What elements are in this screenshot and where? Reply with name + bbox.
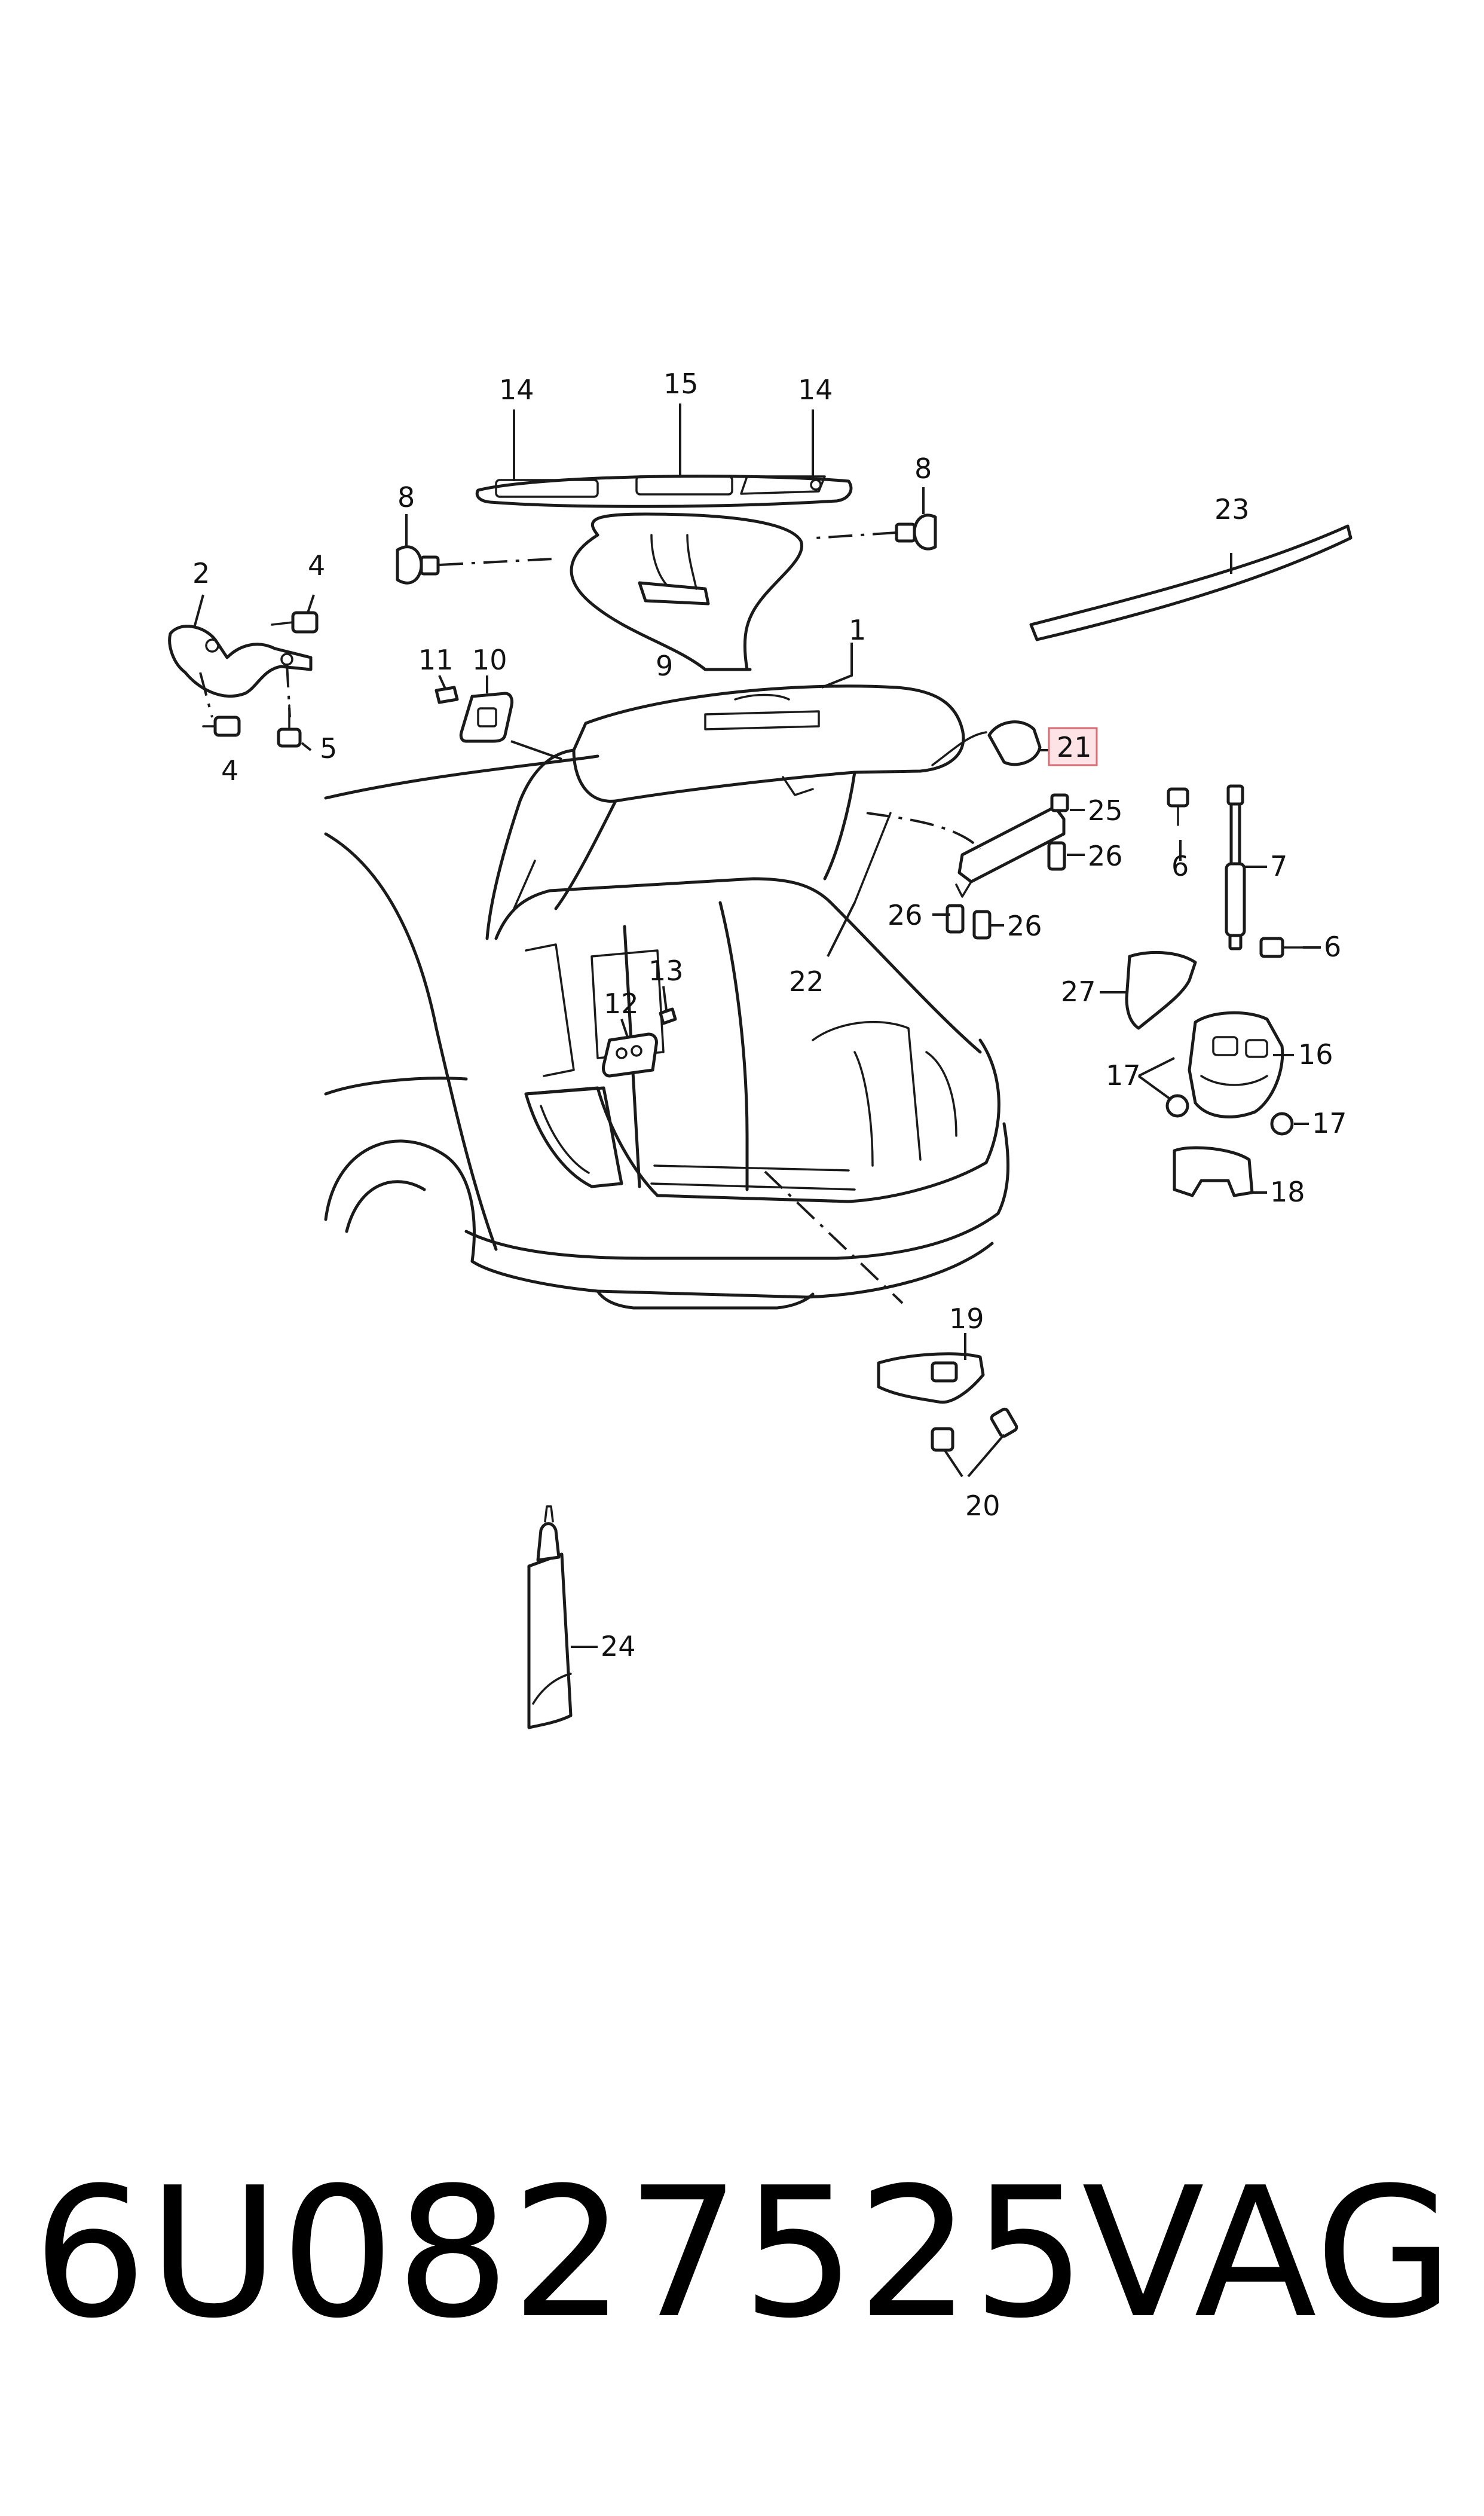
callout-label: 11 bbox=[418, 644, 454, 676]
clip-parts-8 bbox=[396, 513, 937, 585]
callout-label: 22 bbox=[789, 965, 824, 998]
callout-labels: 1 2 4 4 5 6 6 7 8 8 9 10 11 12 13 14 14 … bbox=[192, 368, 1347, 1662]
car-body-drawing bbox=[324, 754, 1010, 1310]
callout-label: 19 bbox=[949, 1303, 984, 1335]
callout-label: 21 bbox=[1057, 731, 1092, 763]
callout-label: 20 bbox=[965, 1490, 1000, 1522]
callout-label: 23 bbox=[1214, 493, 1250, 525]
control-unit-part-25 bbox=[866, 720, 1069, 940]
callout-label: 26 bbox=[1007, 910, 1042, 942]
callout-label: 2 bbox=[192, 557, 210, 589]
callout-label: 25 bbox=[1088, 794, 1123, 827]
callout-label: 18 bbox=[1270, 1176, 1305, 1208]
callout-label: 17 bbox=[1106, 1059, 1141, 1092]
tailgate-panel bbox=[485, 684, 965, 940]
gas-strut-part-7 bbox=[1167, 784, 1304, 958]
callout-label: 26 bbox=[1088, 840, 1123, 872]
leader-lines bbox=[193, 403, 1321, 1648]
callout-label: 17 bbox=[1312, 1107, 1347, 1139]
callout-label: 26 bbox=[888, 899, 923, 931]
callout-label: 7 bbox=[1270, 850, 1287, 882]
callout-label: 14 bbox=[798, 374, 833, 406]
callout-label: 27 bbox=[1061, 976, 1096, 1008]
hinge-part-2 bbox=[168, 611, 319, 748]
brand-name: VAG bbox=[1082, 2149, 1455, 2358]
trim-strip-part-23 bbox=[1029, 524, 1353, 641]
tailgate-parts-diagram: 1 2 4 4 5 6 6 7 8 8 9 10 11 12 13 14 14 … bbox=[168, 368, 1353, 1729]
handle-light-assembly bbox=[475, 475, 853, 671]
bracket-part-27 bbox=[1125, 951, 1197, 1030]
callout-label: 24 bbox=[601, 1630, 636, 1662]
callout-label: 12 bbox=[604, 988, 639, 1020]
highlight-box-21 bbox=[1048, 727, 1098, 766]
callout-label: 10 bbox=[472, 644, 507, 676]
callout-label: 13 bbox=[648, 955, 684, 987]
callout-label: 5 bbox=[320, 732, 337, 765]
callout-label: 6 bbox=[1324, 931, 1341, 963]
callout-label: 9 bbox=[656, 650, 673, 682]
callout-label: 8 bbox=[914, 453, 932, 485]
callout-label: 14 bbox=[499, 374, 534, 406]
lock-cylinder-part-12 bbox=[602, 1007, 677, 1078]
callout-label: 15 bbox=[663, 368, 699, 400]
callout-label: 1 bbox=[849, 614, 866, 646]
part-number: 6U0827525 bbox=[33, 2149, 1088, 2358]
sealant-tube-part-24 bbox=[527, 1505, 573, 1729]
callout-label: 8 bbox=[397, 481, 415, 513]
striker-bracket-part-19 bbox=[764, 1170, 1018, 1452]
tailgate-lock-part-16 bbox=[1165, 1011, 1294, 1197]
callout-label: 4 bbox=[221, 754, 238, 787]
callout-label: 16 bbox=[1298, 1038, 1333, 1071]
emblem-part-10 bbox=[435, 686, 562, 760]
callout-label: 6 bbox=[1171, 850, 1189, 882]
callout-label: 4 bbox=[308, 549, 325, 582]
